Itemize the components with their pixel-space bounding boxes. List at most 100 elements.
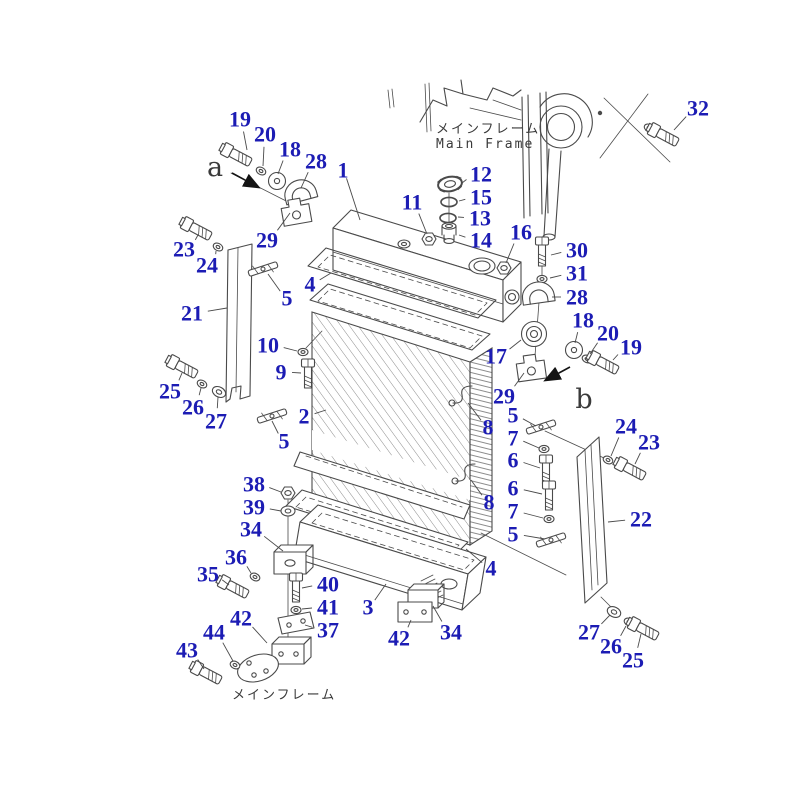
svg-text:19: 19 [229,107,251,132]
svg-text:4: 4 [486,556,497,581]
hw-disc [267,171,287,191]
svg-text:37: 37 [317,618,339,643]
callout-31: 31 [549,261,588,286]
hw-boltV [534,236,550,267]
svg-text:41: 41 [317,595,339,620]
svg-text:25: 25 [622,648,644,673]
radiator-core [293,283,493,547]
svg-text:23: 23 [173,237,195,262]
callout-10: 10 [257,333,298,358]
svg-text:38: 38 [243,472,265,497]
hw-ubracket [279,196,313,227]
svg-text:26: 26 [600,634,622,659]
svg-text:39: 39 [243,495,265,520]
left-side-plate [225,243,253,403]
hw-washerS [290,605,302,615]
hw-washer [280,505,296,517]
callout-23: 23 [173,234,199,262]
svg-text:9: 9 [276,360,287,385]
left-mount-assembly [237,544,315,683]
hw-washer [209,383,229,401]
svg-text:21: 21 [181,301,203,326]
hw-bushing [520,320,548,348]
svg-text:28: 28 [566,285,588,310]
callout-38: 38 [243,472,282,497]
svg-text:40: 40 [317,572,339,597]
hw-nut [496,261,512,275]
hw-boltH [214,572,251,601]
hw-boltH [187,658,224,687]
svg-text:6: 6 [508,476,519,501]
hw-ubracket [514,352,548,383]
callout-40: 40 [301,572,339,597]
callout-41: 41 [301,595,339,620]
callout-5: 5 [508,403,537,428]
svg-text:24: 24 [196,253,218,278]
callout-29: 29 [493,372,525,409]
svg-text:24: 24 [615,414,637,439]
right-side-plate [576,436,608,604]
callout-42: 42 [230,606,268,644]
hw-boltH [624,614,661,643]
hw-boltH [163,352,200,381]
svg-text:26: 26 [182,395,204,420]
hw-disc [564,340,584,360]
hw-washerS [297,347,309,357]
svg-text:31: 31 [566,261,588,286]
callout-9: 9 [276,360,302,385]
svg-text:10: 10 [257,333,279,358]
hw-washerS [254,164,268,178]
svg-text:35: 35 [197,562,219,587]
hw-boltH [611,454,648,483]
svg-text:7: 7 [508,499,519,524]
hw-nut [421,232,437,246]
view-arrow [231,172,261,189]
svg-text:34: 34 [440,620,462,645]
svg-text:30: 30 [566,238,588,263]
callout-37: 37 [304,618,339,643]
hw-washerS [211,240,225,254]
callout-30: 30 [550,238,588,263]
hw-washerS [543,514,555,524]
svg-text:7: 7 [508,426,519,451]
callout-12: 12 [461,162,492,187]
callout-44: 44 [203,620,234,662]
main-frame-label-jp: メインフレーム [436,122,540,137]
callout-8: 8 [467,402,494,440]
main-frame-outline: メインフレーム Main Frame [387,79,593,241]
svg-text:17: 17 [485,344,507,369]
hw-clip [255,405,289,427]
svg-text:13: 13 [469,206,491,231]
svg-text:43: 43 [176,638,198,663]
callout-42: 42 [388,619,412,651]
main-frame-bottom-label-jp: メインフレーム [232,688,336,703]
svg-text:27: 27 [205,409,227,434]
svg-text:19: 19 [620,335,642,360]
svg-text:15: 15 [470,185,492,210]
gasket-top [307,247,497,319]
svg-text:11: 11 [402,190,423,215]
callout-6: 6 [508,476,543,501]
svg-text:22: 22 [630,507,652,532]
hw-boltH [644,120,681,149]
hw-oring [439,212,457,224]
callout-17: 17 [485,339,522,369]
svg-text:16: 16 [510,220,532,245]
svg-text:5: 5 [508,522,519,547]
hw-nut [280,486,296,500]
svg-text:42: 42 [388,626,410,651]
hw-boltH [217,140,254,169]
svg-text:25: 25 [159,379,181,404]
svg-text:12: 12 [470,162,492,187]
svg-text:1: 1 [338,158,349,183]
callout-29: 29 [256,212,291,253]
callout-18: 18 [572,308,594,344]
hw-clamp [519,279,556,306]
callout-3: 3 [363,583,387,620]
view-arrow [543,366,571,382]
callout-5: 5 [508,522,546,547]
callout-25: 25 [159,372,183,404]
hw-washerS [248,571,262,583]
svg-text:5: 5 [279,429,290,454]
